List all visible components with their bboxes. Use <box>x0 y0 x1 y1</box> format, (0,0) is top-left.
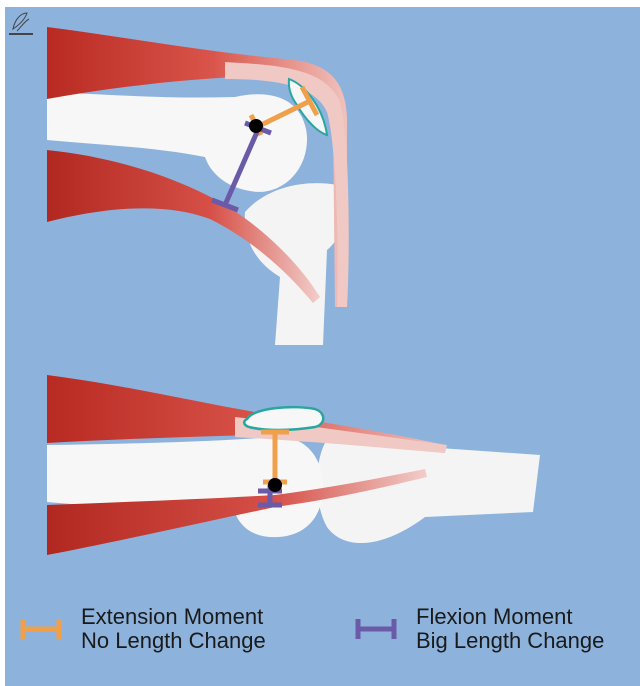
extension-moment-icon <box>19 615 63 643</box>
legend-flexion: Flexion Moment Big Length Change <box>354 605 604 653</box>
extension-legend-line2: No Length Change <box>81 629 266 653</box>
extension-legend-line1: Extension Moment <box>81 605 266 629</box>
flexion-legend-text: Flexion Moment Big Length Change <box>416 605 604 653</box>
patella-extended <box>244 407 323 430</box>
extension-legend-text: Extension Moment No Length Change <box>81 605 266 653</box>
joint-center-extended <box>268 478 282 492</box>
extended-joint-diagram <box>47 375 540 555</box>
legend-extension: Extension Moment No Length Change <box>19 605 266 653</box>
joint-diagram <box>5 7 640 686</box>
joint-center-flexed <box>249 119 263 133</box>
logo-icon <box>5 7 35 37</box>
flexion-moment-icon <box>354 615 398 643</box>
flexion-legend-line1: Flexion Moment <box>416 605 604 629</box>
flexed-joint-diagram <box>47 27 349 345</box>
flexion-legend-line2: Big Length Change <box>416 629 604 653</box>
diagram-canvas: Extension Moment No Length Change Flexio… <box>5 7 640 686</box>
